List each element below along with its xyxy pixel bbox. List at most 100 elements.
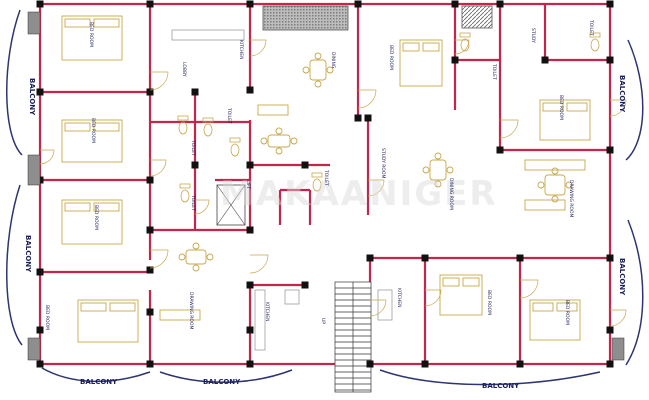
table bbox=[267, 134, 291, 148]
door-swing bbox=[499, 119, 519, 139]
toilet-bowl bbox=[203, 123, 213, 137]
column bbox=[246, 161, 254, 169]
column bbox=[191, 88, 199, 96]
bed-pillow bbox=[93, 18, 120, 28]
room-bed-bottom-right: BED ROOM bbox=[564, 300, 570, 325]
room-toilet-6: TOILET bbox=[323, 169, 329, 186]
stair-up-label: UP bbox=[320, 318, 326, 324]
room-kitchen-bottom-left: KITCHEN bbox=[264, 302, 270, 322]
toilet-tank bbox=[311, 172, 323, 178]
column bbox=[451, 56, 459, 64]
column bbox=[191, 161, 199, 169]
toilet-tank bbox=[202, 117, 214, 123]
sofa bbox=[257, 104, 289, 116]
sofa bbox=[159, 309, 201, 321]
toilet-bowl bbox=[312, 178, 322, 192]
column bbox=[606, 326, 614, 334]
column bbox=[606, 56, 614, 64]
bed-pillow bbox=[80, 302, 107, 312]
staircase bbox=[334, 281, 372, 393]
column bbox=[301, 281, 309, 289]
column bbox=[301, 161, 309, 169]
chair bbox=[260, 137, 268, 145]
door-swing bbox=[454, 39, 470, 55]
toilet-fixtures bbox=[177, 32, 601, 203]
chair bbox=[326, 66, 334, 74]
chair bbox=[178, 253, 186, 261]
chair bbox=[275, 147, 283, 155]
vents bbox=[27, 11, 625, 361]
chair bbox=[565, 181, 573, 189]
balcony-label-left-bottom: BALCONY bbox=[24, 235, 32, 273]
bed-pillow bbox=[532, 302, 554, 312]
room-bed-bottom-left: BED ROOM bbox=[44, 305, 50, 330]
bed-pillow bbox=[93, 122, 120, 132]
kitchen-counters bbox=[171, 29, 393, 351]
door-swing bbox=[609, 309, 627, 327]
toilet-bowl bbox=[230, 143, 240, 157]
bed bbox=[77, 299, 139, 343]
bed bbox=[61, 199, 123, 245]
door-swing bbox=[149, 71, 169, 91]
chair bbox=[551, 195, 559, 203]
column bbox=[421, 360, 429, 368]
chair bbox=[275, 127, 283, 135]
room-dining-mid: DINING ROOM bbox=[448, 178, 454, 210]
table bbox=[185, 249, 207, 265]
chair bbox=[314, 80, 322, 88]
chair bbox=[537, 181, 545, 189]
bed bbox=[399, 39, 443, 87]
bed-pillow bbox=[566, 102, 588, 112]
door-swing bbox=[357, 89, 377, 109]
column bbox=[516, 254, 524, 262]
chair bbox=[192, 242, 200, 250]
column bbox=[146, 176, 154, 184]
bed-pillow bbox=[422, 42, 440, 52]
bed-pillow bbox=[542, 102, 564, 112]
door-swing bbox=[249, 254, 269, 274]
column bbox=[146, 308, 154, 316]
column bbox=[496, 146, 504, 154]
balcony-label-left-top: BALCONY bbox=[28, 78, 36, 116]
chair bbox=[434, 180, 442, 188]
chair bbox=[434, 152, 442, 160]
door-swing bbox=[39, 149, 55, 165]
dining-tables bbox=[159, 52, 586, 321]
column bbox=[366, 360, 374, 368]
room-toilet-3: TOILET bbox=[190, 194, 196, 211]
door-swing bbox=[424, 289, 442, 307]
room-bed-top-left: BED ROOM bbox=[88, 22, 94, 47]
column bbox=[364, 114, 372, 122]
bed-pillow bbox=[442, 277, 460, 287]
room-bed-top-center: BED ROOM bbox=[388, 45, 394, 70]
bed bbox=[539, 99, 591, 141]
room-toilet-2: TOILET bbox=[190, 139, 196, 156]
column bbox=[36, 360, 44, 368]
chair bbox=[422, 166, 430, 174]
balcony-label-right-bottom: BALCONY bbox=[618, 258, 626, 296]
toilet-tank bbox=[459, 32, 471, 38]
chair bbox=[206, 253, 214, 261]
bed-pillow bbox=[556, 302, 578, 312]
column bbox=[36, 0, 44, 8]
door-swing bbox=[519, 279, 539, 299]
column bbox=[146, 360, 154, 368]
door-swing bbox=[149, 159, 167, 177]
columns bbox=[36, 0, 614, 368]
column bbox=[606, 360, 614, 368]
door-swing bbox=[369, 299, 387, 317]
beds bbox=[61, 15, 591, 343]
door-swing bbox=[609, 99, 627, 117]
shaft-hatch bbox=[262, 5, 349, 31]
room-drawing-left: DRAWING ROOM bbox=[188, 292, 194, 330]
toilet-bowl bbox=[180, 189, 190, 203]
chair bbox=[192, 264, 200, 272]
table bbox=[544, 174, 566, 196]
room-toilet-5: TOILET bbox=[588, 19, 594, 36]
sofa bbox=[524, 199, 566, 211]
column bbox=[246, 226, 254, 234]
bed-pillow bbox=[93, 202, 120, 212]
toilet-tank bbox=[179, 183, 191, 189]
watermark: MAKAANIGER bbox=[220, 174, 498, 214]
